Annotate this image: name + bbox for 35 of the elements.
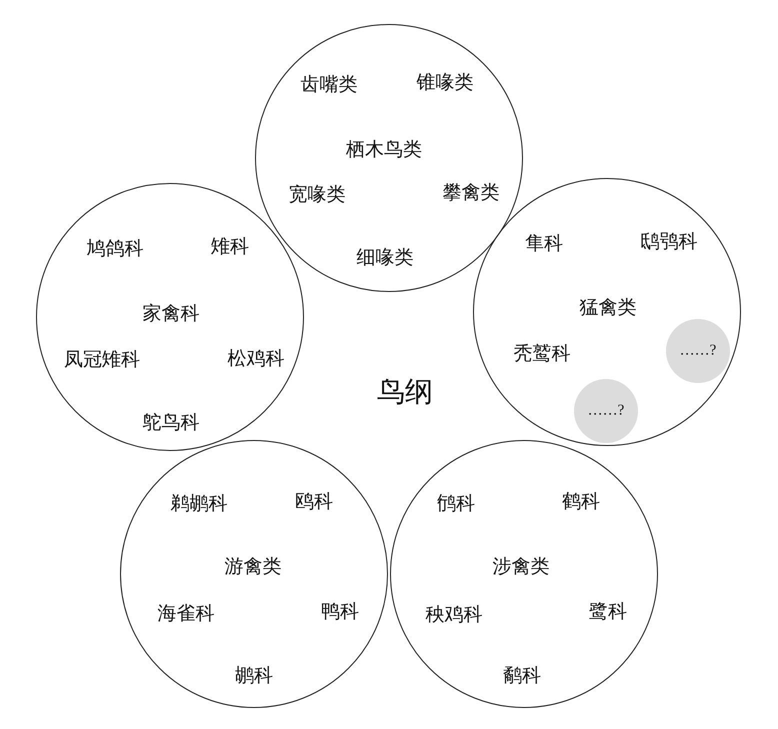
family-label: 鹈鹕科 [170, 494, 228, 514]
group-title: 猛禽类 [580, 298, 636, 318]
group-circle [120, 440, 388, 708]
family-label: 鹤科 [562, 492, 600, 512]
family-label: 鹕科 [235, 666, 273, 686]
family-label: 鸭科 [321, 602, 359, 622]
family-label: 雉科 [211, 238, 249, 256]
group-title: 栖木鸟类 [346, 140, 422, 160]
family-label: 凤冠雉科 [64, 350, 140, 370]
placeholder-circle [574, 379, 638, 443]
group-circle [390, 440, 658, 708]
family-label: 鸱鸮科 [640, 232, 698, 252]
family-label: 秧鸡科 [426, 606, 482, 624]
center-label: 鸟纲 [377, 379, 433, 407]
family-label: 攀禽类 [442, 184, 500, 202]
family-label: 松鸡科 [228, 350, 284, 368]
family-label: 鸠鸽科 [86, 240, 144, 258]
family-label: 鹬科 [503, 666, 541, 686]
group-title: 涉禽类 [492, 558, 550, 576]
family-label: 鸵鸟科 [142, 414, 200, 432]
family-label: 齿嘴类 [300, 76, 358, 94]
family-label: 鸥科 [295, 492, 333, 512]
family-label: 鹭科 [589, 602, 627, 622]
family-label: 宽喙类 [288, 186, 346, 204]
placeholder-label: ……? [680, 344, 716, 358]
family-label: 海雀科 [158, 604, 214, 624]
family-label: 秃鹫科 [514, 344, 570, 364]
family-label: 隼科 [525, 234, 563, 254]
group-circle [255, 24, 523, 292]
group-title: 家禽科 [142, 304, 200, 324]
group-title: 游禽类 [224, 558, 282, 576]
placeholder-label: ……? [588, 404, 624, 418]
family-label: 细喙类 [356, 248, 414, 268]
family-label: 锥喙类 [416, 74, 474, 92]
family-label: 鸻科 [437, 494, 475, 514]
